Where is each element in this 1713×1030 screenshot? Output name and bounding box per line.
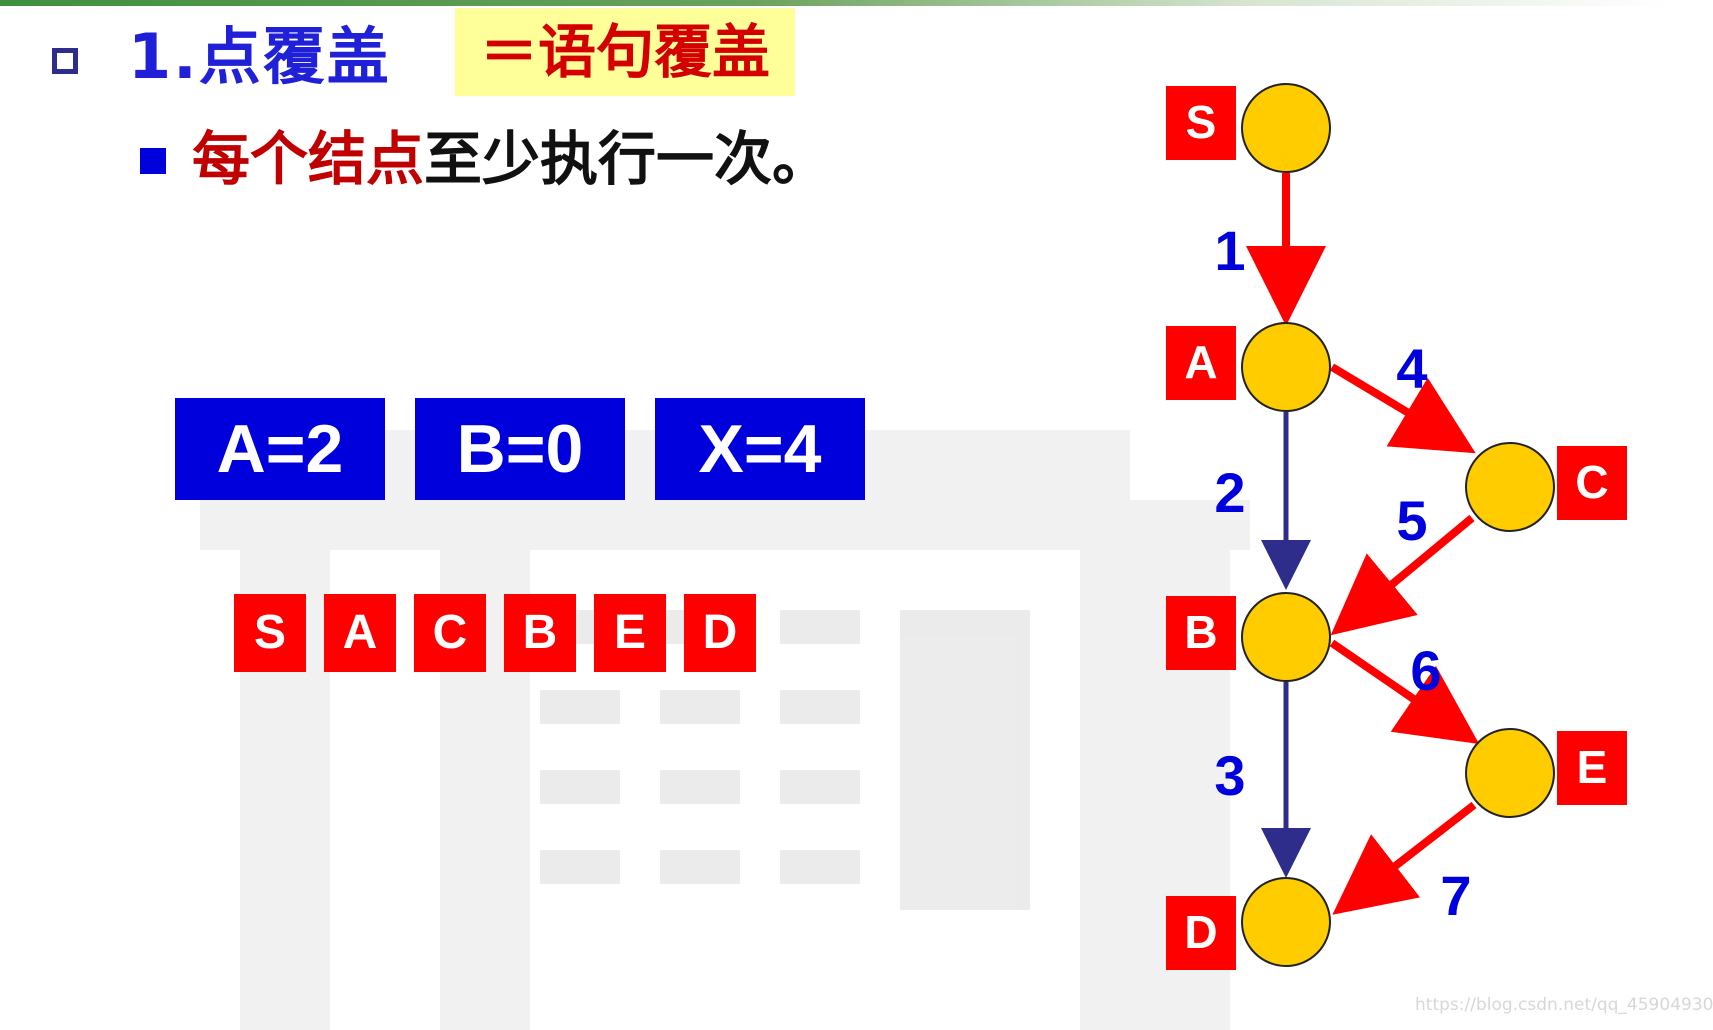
edge-label-3: 3	[1214, 744, 1245, 807]
node-c-label: C	[1575, 456, 1608, 508]
edge-label-6: 6	[1410, 639, 1441, 702]
edge-5-arrow	[1330, 514, 1475, 636]
path-node-3: C	[414, 594, 486, 672]
requirement-rest: 至少执行一次。	[424, 125, 831, 193]
path-node-5: E	[594, 594, 666, 672]
filled-square-bullet-icon	[140, 148, 166, 174]
node-e-circle	[1465, 728, 1555, 818]
section-title: 1.点覆盖	[128, 20, 391, 93]
node-a-label: A	[1184, 336, 1217, 388]
node-s-label-box	[1166, 86, 1236, 160]
graph-edge-labels: 1 2 3 4 5 6 7	[1214, 219, 1471, 927]
node-e-label: E	[1577, 741, 1608, 793]
path-node-1: S	[234, 594, 306, 672]
node-c-circle	[1465, 442, 1555, 532]
edge-7-arrow	[1332, 801, 1477, 915]
node-a-label-box	[1166, 326, 1236, 400]
node-a-circle	[1241, 322, 1331, 412]
equivalence-highlight: ＝语句覆盖	[455, 8, 795, 96]
node-s-label: S	[1186, 96, 1217, 148]
node-e-label-box	[1557, 731, 1627, 805]
outline-square-bullet-icon	[52, 48, 78, 74]
edge-6-arrow	[1329, 639, 1480, 745]
node-s-circle	[1241, 83, 1331, 173]
graph-edges	[1246, 173, 1480, 915]
edge-label-5: 5	[1396, 489, 1427, 552]
edge-label-2: 2	[1214, 461, 1245, 524]
node-d-label-box	[1166, 896, 1236, 970]
value-box-x: X=4	[655, 398, 865, 500]
edge-label-1: 1	[1214, 219, 1245, 282]
path-node-4: B	[504, 594, 576, 672]
node-d-circle	[1241, 877, 1331, 967]
value-box-a: A=2	[175, 398, 385, 500]
value-box-b: B=0	[415, 398, 625, 500]
edge-label-7: 7	[1440, 864, 1471, 927]
node-b-circle	[1241, 592, 1331, 682]
graph-node-label-boxes	[1166, 86, 1627, 970]
edge-4-arrow	[1329, 363, 1476, 454]
node-b-label-box	[1166, 596, 1236, 670]
edge-label-4: 4	[1396, 337, 1427, 400]
requirement-emphasis: 每个结点	[192, 125, 425, 193]
top-decorative-strip	[0, 0, 1670, 6]
watermark-url: https://blog.csdn.net/qq_45904930	[1415, 995, 1713, 1015]
node-d-label: D	[1184, 906, 1217, 958]
graph-node-labels: S A C B E D	[1184, 96, 1608, 958]
path-node-6: D	[684, 594, 756, 672]
node-b-label: B	[1184, 606, 1217, 658]
requirement-text: 每个结点至少执行一次。	[192, 120, 830, 198]
path-node-2: A	[324, 594, 396, 672]
control-flow-graph: 1 2 3 4 5 6 7 S A C B E D	[1166, 83, 1627, 970]
node-c-label-box	[1557, 446, 1627, 520]
graph-nodes	[1241, 83, 1555, 967]
